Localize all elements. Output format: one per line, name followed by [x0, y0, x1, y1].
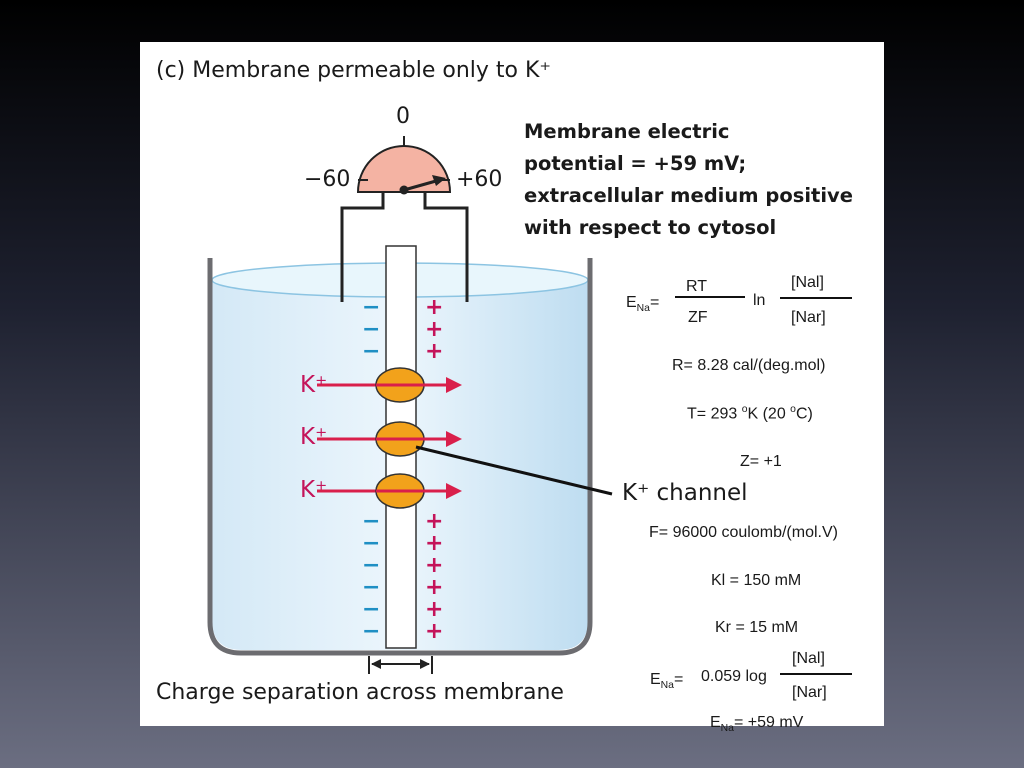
potential-note-line3: extracellular medium positive: [524, 184, 853, 207]
ion-label-1: K⁺: [300, 372, 328, 398]
potential-note-line2: potential = +59 mV;: [524, 152, 747, 175]
nernst-lhs: ENa=: [626, 294, 660, 315]
minus-charge: −: [362, 597, 381, 622]
panel-caption: Charge separation across membrane: [156, 680, 564, 705]
minus-charge: −: [362, 509, 381, 534]
minus-charge: −: [362, 553, 381, 578]
minus-charge: −: [362, 575, 381, 600]
log-eq-top: [Nal]: [792, 650, 825, 667]
ion-label-2: K⁺: [300, 424, 328, 450]
plus-charge: +: [425, 317, 444, 342]
minus-charge: −: [362, 339, 381, 364]
plus-charge: +: [425, 619, 444, 644]
log-eq-bottom: [Nar]: [792, 684, 827, 701]
k-channels: [317, 367, 462, 509]
constant-t: T= 293 oK (20 oC): [687, 404, 813, 423]
constant-z: Z= +1: [740, 453, 782, 470]
plus-charge: +: [425, 553, 444, 578]
nernst-denominator: ZF: [688, 309, 708, 326]
plus-charge: +: [425, 509, 444, 534]
potential-note-line1: Membrane electric: [524, 120, 730, 143]
minus-charge: −: [362, 531, 381, 556]
potential-note-line4: with respect to cytosol: [524, 216, 777, 239]
nernst-numerator: RT: [686, 278, 708, 295]
plus-charge: +: [425, 531, 444, 556]
meter-minus-label: −60: [304, 167, 351, 192]
nernst-ln: ln: [753, 292, 766, 309]
diagram-drawing: [207, 136, 852, 675]
panel-title: (c) Membrane permeable only to K⁺: [156, 58, 552, 83]
nernst-ratio-bottom: [Nar]: [791, 309, 826, 326]
plus-charge: +: [425, 597, 444, 622]
result: ENa= +59 mV: [710, 714, 804, 735]
plus-charge: +: [425, 339, 444, 364]
minus-charge: −: [362, 619, 381, 644]
width-marker: [368, 656, 433, 674]
minus-charge: −: [362, 317, 381, 342]
slide: (c) Membrane permeable only to K⁺ Charge…: [140, 42, 884, 734]
channel-pointer: [415, 445, 613, 496]
constant-kl: Kl = 150 mM: [711, 572, 802, 589]
k-channel-label: K⁺ channel: [622, 480, 748, 506]
plus-charge: +: [425, 575, 444, 600]
constant-r: R= 8.28 cal/(deg.mol): [672, 357, 826, 374]
log-eq-lhs: ENa=: [650, 671, 684, 692]
constant-kr: Kr = 15 mM: [715, 619, 799, 636]
plus-charge: +: [425, 295, 444, 320]
minus-charge: −: [362, 295, 381, 320]
voltmeter: [340, 136, 469, 302]
meter-zero-label: 0: [396, 104, 410, 129]
ion-label-3: K⁺: [300, 477, 328, 503]
nernst-ratio-top: [Nal]: [791, 274, 824, 291]
log-eq-coeff: 0.059 log: [701, 668, 767, 685]
meter-plus-label: +60: [456, 167, 503, 192]
constant-f: F= 96000 coulomb/(mol.V): [649, 524, 838, 541]
